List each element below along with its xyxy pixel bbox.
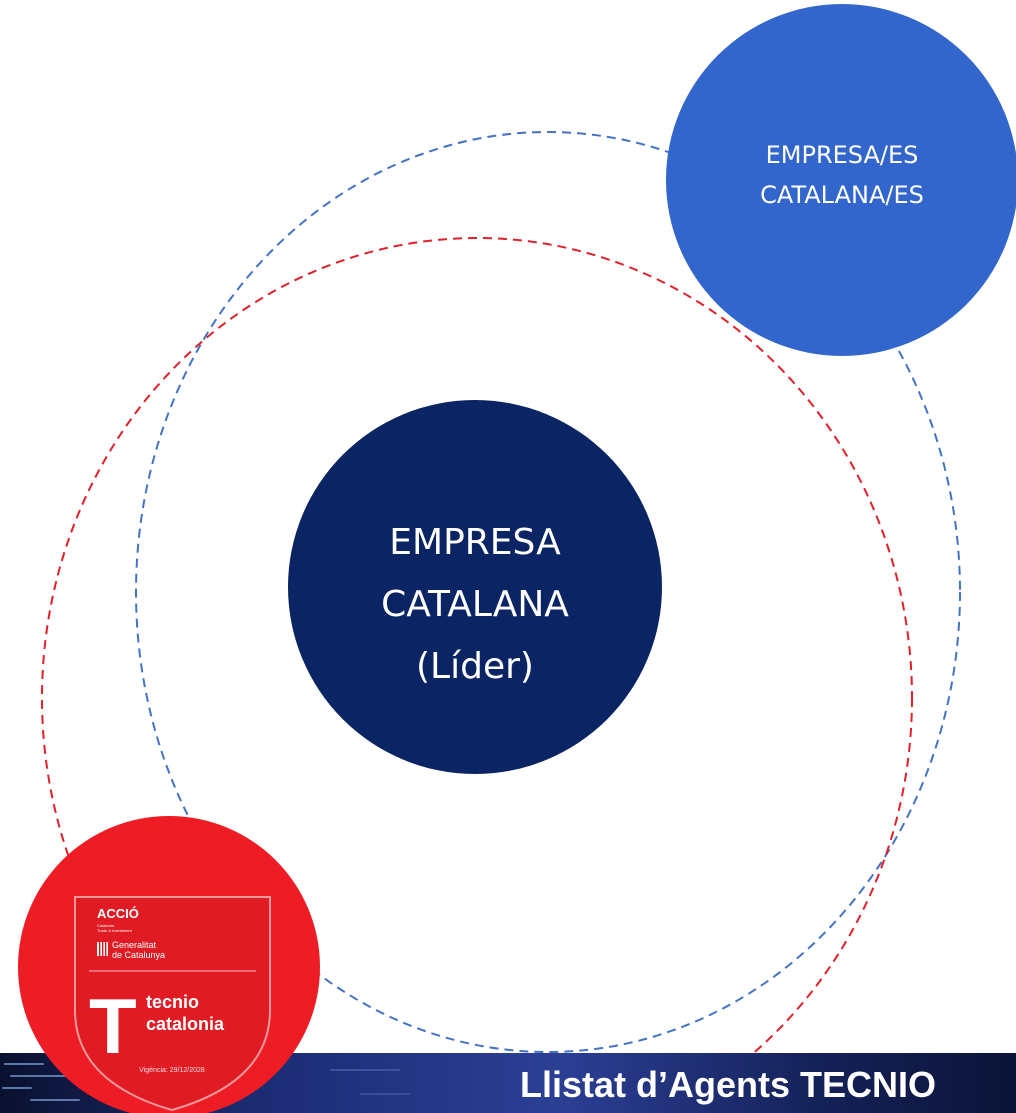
leader-line3: (Líder) xyxy=(416,646,534,687)
badge-brand: ACCIÓ xyxy=(97,906,139,921)
partner-companies-node: EMPRESA/ES CATALANA/ES xyxy=(666,4,1016,356)
badge-name-line2: catalonia xyxy=(146,1014,225,1034)
partner-line2: CATALANA/ES xyxy=(760,181,924,209)
badge-letter: T xyxy=(89,982,137,1070)
partner-companies-circle xyxy=(666,4,1016,356)
badge-gov-line1: Generalitat xyxy=(112,940,157,950)
badge-validity: Vigència: 29/12/2028 xyxy=(139,1067,205,1074)
partner-line1: EMPRESA/ES xyxy=(766,141,919,169)
red-orbit xyxy=(41,237,913,1113)
leader-company-node: EMPRESA CATALANA (Líder) xyxy=(288,400,662,774)
blue-orbit xyxy=(135,131,961,1053)
generalitat-emblem-icon xyxy=(97,942,108,956)
badge-brand-sub2: Trade & Investment xyxy=(97,928,133,933)
badge-shield xyxy=(74,896,271,1112)
leader-company-circle xyxy=(288,400,662,774)
leader-line1: EMPRESA xyxy=(389,522,561,563)
badge-name-line1: tecnio xyxy=(146,992,199,1012)
badge-gov-line2: de Catalunya xyxy=(112,950,165,960)
footer-title: Llistat d’Agents TECNIO xyxy=(520,1064,937,1105)
leader-line2: CATALANA xyxy=(381,584,569,625)
badge-brand-sub1: Catalonia xyxy=(97,923,115,928)
